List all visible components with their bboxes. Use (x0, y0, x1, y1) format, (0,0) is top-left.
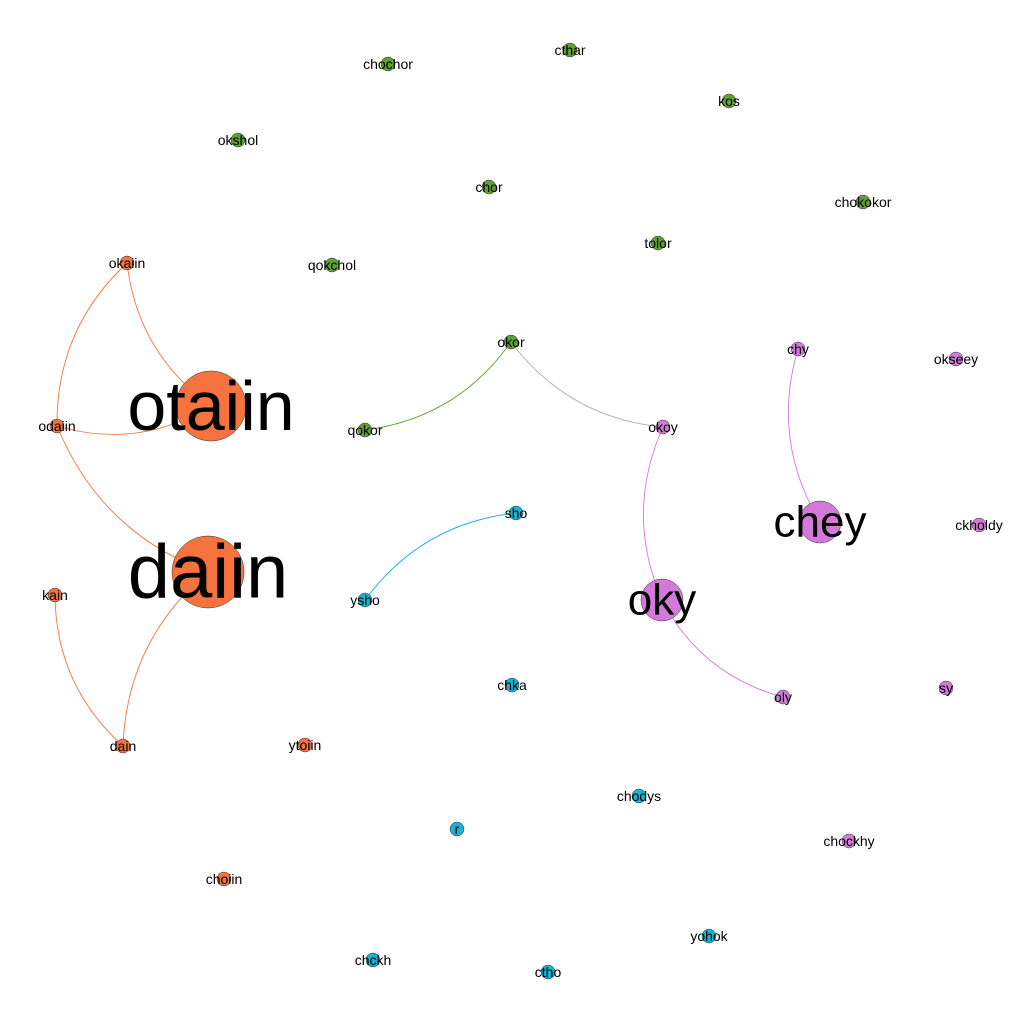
node-okoy (655, 419, 671, 435)
edge-okor-okoy (510, 341, 664, 428)
node-otaiin (175, 370, 247, 442)
node-label-ytoiin: ytoiin (289, 737, 322, 753)
edge-kain-dain (54, 594, 124, 747)
node-yohok (701, 928, 717, 944)
edge-sho-ysho (364, 512, 517, 601)
node-label-kain: kain (42, 587, 68, 603)
node-label-chochor: chochor (363, 56, 413, 72)
node-label-chy: chy (787, 341, 809, 357)
node-label-qokor: qokor (347, 422, 382, 438)
node-r (449, 821, 465, 837)
node-qokchol (324, 257, 340, 273)
node-label-okoy: okoy (648, 419, 678, 435)
node-chodys (631, 788, 647, 804)
node-label-tolor: tolor (644, 235, 672, 251)
node-label-daiin: daiin (128, 530, 289, 615)
node-sho (508, 505, 524, 521)
edge-okoy-oky (643, 426, 664, 601)
edges-layer (54, 262, 821, 747)
node-kain (47, 587, 63, 603)
node-label-cthar: cthar (554, 42, 585, 58)
node-label-qokchol: qokchol (308, 257, 356, 273)
node-chokokor (855, 194, 871, 210)
node-label-r: r (455, 821, 460, 837)
node-ysho (357, 592, 373, 608)
node-label-chckh: chckh (355, 952, 392, 968)
node-label-ctho: ctho (535, 964, 562, 980)
node-label-chodys: chodys (617, 788, 661, 804)
node-label-ysho: ysho (350, 592, 380, 608)
node-label-dain: dain (110, 738, 136, 754)
node-chka (504, 677, 520, 693)
node-okaiin (119, 255, 135, 271)
node-label-sy: sy (939, 680, 953, 696)
node-ckholdy (971, 517, 987, 533)
node-label-chey: chey (774, 498, 867, 547)
edge-chy-chey (787, 348, 821, 523)
node-chy (790, 341, 806, 357)
node-label-oky: oky (628, 576, 696, 625)
node-label-oly: oly (774, 689, 792, 705)
node-label-chka: chka (497, 677, 527, 693)
edge-okaiin-odaiin (56, 262, 128, 427)
node-label-chockhy: chockhy (823, 833, 874, 849)
node-label-kos: kos (718, 93, 740, 109)
node-ytoiin (297, 737, 313, 753)
node-label-yohok: yohok (690, 928, 728, 944)
node-chockhy (841, 833, 857, 849)
node-label-choiin: choiin (206, 871, 243, 887)
node-chochor (380, 56, 396, 72)
nodes-layer (47, 42, 987, 980)
node-label-okaiin: okaiin (109, 255, 146, 271)
node-oly (775, 689, 791, 705)
node-sy (938, 680, 954, 696)
node-okseey (948, 351, 964, 367)
node-cthar (562, 42, 578, 58)
node-label-otaiin: otaiin (127, 367, 294, 445)
node-ctho (540, 964, 556, 980)
node-okshol (230, 132, 246, 148)
node-label-okshol: okshol (218, 132, 258, 148)
node-oky (640, 578, 684, 622)
edge-qokor-okor (364, 341, 512, 431)
node-daiin (171, 535, 245, 609)
node-label-ckholdy: ckholdy (955, 517, 1002, 533)
node-label-okseey: okseey (934, 351, 978, 367)
labels-layer: otaiin daiin okaiin odaiin kain dain ytoiin cho… (38, 42, 1002, 980)
node-label-odaiin: odaiin (38, 418, 75, 434)
node-odaiin (49, 418, 65, 434)
node-label-chokokor: chokokor (835, 194, 892, 210)
node-tolor (650, 235, 666, 251)
node-dain (115, 738, 131, 754)
node-qokor (357, 422, 373, 438)
node-kos (721, 93, 737, 109)
node-okor (503, 334, 519, 350)
node-chckh (365, 952, 381, 968)
node-label-chor: chor (475, 179, 503, 195)
node-label-okor: okor (497, 334, 525, 350)
node-chor (481, 179, 497, 195)
node-label-sho: sho (505, 505, 528, 521)
node-chey (798, 500, 842, 544)
node-choiin (216, 871, 232, 887)
